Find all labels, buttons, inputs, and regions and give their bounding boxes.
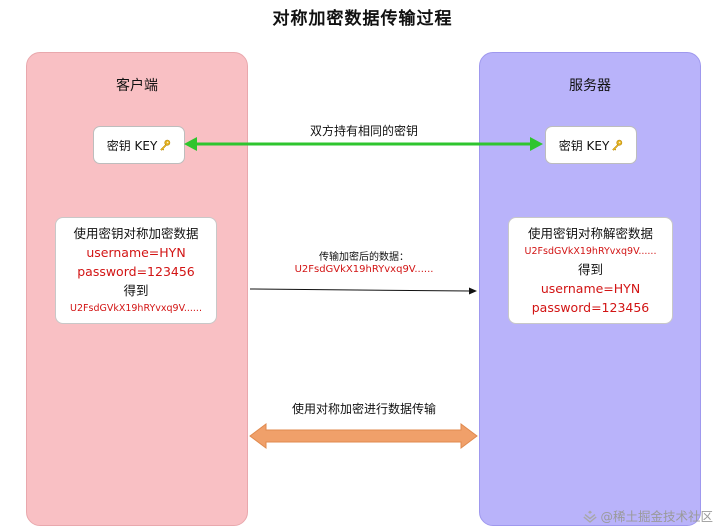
transfer-ciphertext: U2FsdGVkX19hRYvxq9V...... [294, 264, 434, 275]
server-card-line1: 使用密钥对称解密数据 [527, 226, 653, 241]
server-card-line2: U2FsdGVkX19hRYvxq9V...... [524, 246, 657, 257]
server-key-label: 密钥 KEY [558, 138, 610, 153]
client-panel: 客户端 密钥 KEY 使用密钥对称加密数据 username=HYN passw… [26, 52, 248, 526]
key-icon [612, 139, 623, 151]
client-encrypt-card: 使用密钥对称加密数据 username=HYN password=123456 … [55, 217, 217, 324]
transfer-label: 传输加密后的数据： [319, 252, 409, 263]
client-panel-title: 客户端 [116, 78, 158, 94]
client-card-line4: 得到 [123, 283, 149, 298]
juejin-logo-icon [583, 510, 598, 523]
symmetric-transfer-label: 使用对称加密进行数据传输 [291, 402, 436, 416]
server-panel: 服务器 密钥 KEY 使用密钥对称解密数据 U2FsdGVkX19hRYvxq9… [479, 52, 701, 526]
client-card-line3: password=123456 [77, 264, 195, 279]
server-card-line3: 得到 [577, 262, 603, 277]
client-key-label: 密钥 KEY [106, 138, 158, 153]
server-panel-title: 服务器 [569, 78, 611, 94]
watermark-text: @稀土掘金技术社区 [600, 509, 713, 524]
server-key-box: 密钥 KEY [545, 126, 637, 164]
client-key-box: 密钥 KEY [93, 126, 185, 164]
server-card-line4: username=HYN [540, 281, 641, 296]
watermark: @稀土掘金技术社区 [583, 506, 713, 525]
diagram-title: 对称加密数据传输过程 [272, 9, 453, 29]
shared-key-label: 双方持有相同的密钥 [309, 124, 418, 138]
client-card-line2: username=HYN [86, 245, 186, 260]
server-card-line5: password=123456 [531, 300, 650, 315]
symmetric-transfer-arrow [249, 423, 478, 449]
key-icon [160, 139, 171, 151]
transfer-arrow [249, 287, 477, 295]
server-decrypt-card: 使用密钥对称解密数据 U2FsdGVkX19hRYvxq9V...... 得到 … [508, 217, 673, 324]
client-card-line5: U2FsdGVkX19hRYvxq9V...... [70, 303, 202, 314]
client-card-line1: 使用密钥对称加密数据 [73, 226, 199, 241]
